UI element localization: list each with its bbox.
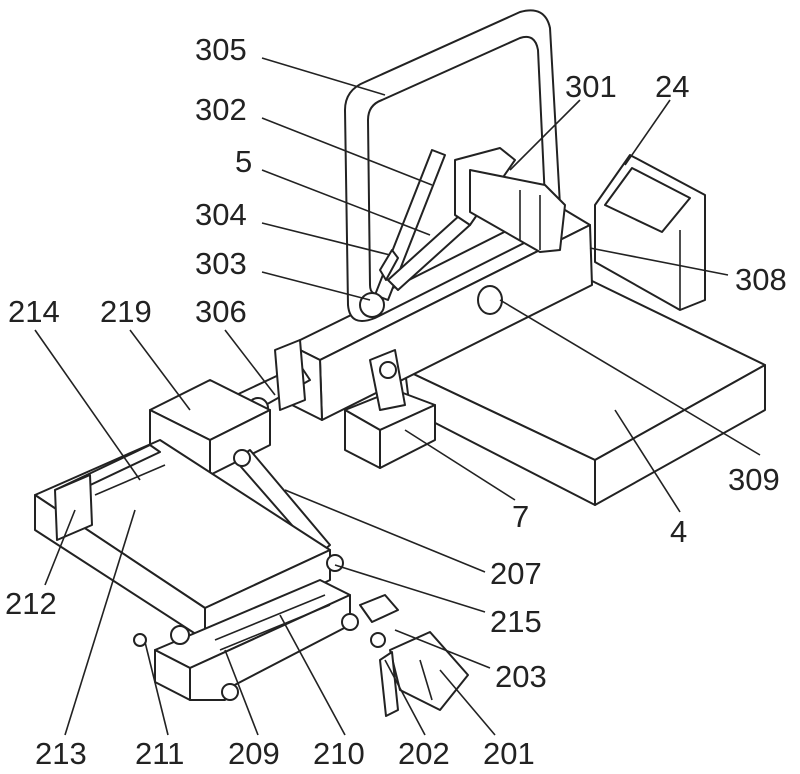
label-209: 209: [228, 736, 280, 771]
label-306: 306: [195, 294, 247, 329]
label-301: 301: [565, 69, 617, 104]
leader-lines: [34, 57, 761, 736]
label-5: 5: [235, 144, 252, 179]
label-219: 219: [100, 294, 152, 329]
label-24: 24: [655, 69, 689, 104]
label-214: 214: [8, 294, 60, 329]
label-210: 210: [313, 736, 365, 771]
label-213: 213: [35, 736, 87, 771]
label-4: 4: [670, 514, 687, 549]
label-212: 212: [5, 586, 57, 621]
label-201: 201: [483, 736, 535, 771]
hole-309: [477, 285, 503, 315]
label-7: 7: [512, 499, 529, 534]
label-302: 302: [195, 92, 247, 127]
motor-201: [359, 594, 469, 717]
block-7: [344, 349, 436, 469]
motor-301: [454, 147, 566, 253]
label-309: 309: [728, 462, 780, 497]
label-305: 305: [195, 32, 247, 67]
box-24: [594, 154, 706, 311]
label-303: 303: [195, 246, 247, 281]
label-215: 215: [490, 604, 542, 639]
lower-frame-209: [133, 554, 359, 701]
label-202: 202: [398, 736, 450, 771]
label-211: 211: [135, 736, 184, 771]
label-203: 203: [495, 659, 547, 694]
link-207: [233, 449, 331, 556]
label-308: 308: [735, 262, 787, 297]
label-207: 207: [490, 556, 542, 591]
label-304: 304: [195, 197, 247, 232]
base-block-4: [404, 279, 766, 506]
